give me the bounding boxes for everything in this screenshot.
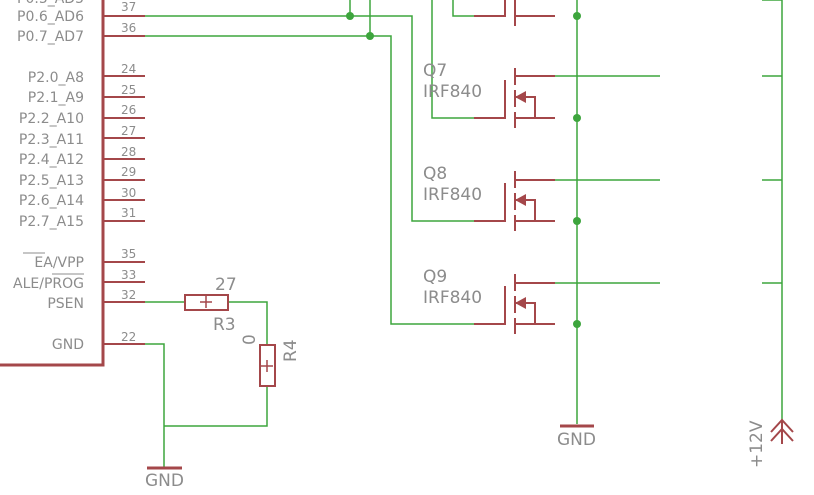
ic-pin-name: GND bbox=[52, 337, 84, 353]
mosfet-name: Q9 bbox=[423, 267, 447, 287]
ic-pin-number: 22 bbox=[121, 330, 136, 344]
gnd-label: GND bbox=[145, 471, 184, 491]
ic-pin-number: 31 bbox=[121, 206, 136, 220]
ic-pin-top-clipped: P0.5_AD5 bbox=[17, 0, 84, 7]
net-q6-gate bbox=[452, 0, 474, 17]
ic-pin-name: P0.6_AD6 bbox=[17, 9, 84, 25]
ic-pin-number: 35 bbox=[121, 247, 136, 261]
ic-pin-number: 26 bbox=[121, 103, 136, 117]
mosfet-q9: Q9 IRF840 bbox=[423, 267, 555, 334]
net-r4-gnd bbox=[164, 386, 268, 427]
resistor-r3: 27 R3 bbox=[184, 275, 237, 335]
net-q7-gate bbox=[431, 0, 474, 119]
ic-pin-name: P2.4_A12 bbox=[19, 152, 84, 168]
ic-pin-number: 33 bbox=[121, 268, 136, 282]
ic-pin-number: 24 bbox=[121, 62, 136, 76]
ic-pin-number: 30 bbox=[121, 186, 136, 200]
mosfet-value: IRF840 bbox=[423, 288, 482, 308]
ic-pin-name: P2.1_A9 bbox=[28, 90, 84, 106]
ic-pin-name: P2.2_A10 bbox=[19, 111, 84, 127]
resistor-name: R3 bbox=[213, 315, 236, 335]
gnd-label: GND bbox=[557, 430, 596, 450]
gnd-symbol-mid: GND bbox=[557, 424, 596, 450]
net-p07-to-q9-gate bbox=[145, 35, 474, 325]
microcontroller-ic: P0.5_AD5 37 P0.6_AD6 P0.7_AD7 P2.0_A8 P2… bbox=[0, 0, 145, 367]
rail-ticks bbox=[762, 0, 782, 284]
mosfet-q8: Q8 IRF840 bbox=[423, 164, 555, 231]
ic-pin-name: P2.6_A14 bbox=[19, 193, 84, 209]
junctions bbox=[346, 12, 581, 328]
net-gnd-pin bbox=[145, 343, 165, 468]
resistor-value: 0 bbox=[240, 334, 260, 345]
ic-pin-number: 27 bbox=[121, 124, 136, 138]
ic-pin-number: 32 bbox=[121, 288, 136, 302]
ic-pin-name: P0.7_AD7 bbox=[17, 29, 84, 45]
ic-pin-number: 25 bbox=[121, 83, 136, 97]
ic-pin-number: 36 bbox=[121, 21, 136, 35]
net-r3-r4 bbox=[228, 301, 268, 345]
ic-pin-number: 29 bbox=[121, 165, 136, 179]
ic-pin-num-clipped: 37 bbox=[121, 0, 136, 14]
ic-pin-name: P2.3_A11 bbox=[19, 132, 84, 148]
mosfet-name: Q7 bbox=[423, 61, 447, 81]
mosfet-value: IRF840 bbox=[423, 82, 482, 102]
ic-pin-name: ALE/PROG bbox=[13, 276, 84, 292]
net-p06-to-q8-gate bbox=[145, 15, 474, 222]
mosfet-name: Q8 bbox=[423, 164, 447, 184]
ic-body-outline bbox=[0, 0, 105, 367]
gnd-symbol-left: GND bbox=[145, 466, 184, 491]
ic-pin-name: EA/VPP bbox=[34, 255, 84, 271]
mosfet-value: IRF840 bbox=[423, 185, 482, 205]
nets bbox=[145, 0, 783, 468]
ic-pin-name: P2.7_A15 bbox=[19, 214, 84, 230]
supply-label: +12V bbox=[747, 420, 767, 468]
ic-pin-number: 28 bbox=[121, 145, 136, 159]
resistor-value: 27 bbox=[215, 275, 237, 295]
supply-12v-symbol: +12V bbox=[747, 418, 794, 468]
mosfet-q7: Q7 IRF840 bbox=[423, 61, 555, 128]
ic-pin-name: P2.0_A8 bbox=[28, 70, 84, 86]
resistor-name: R4 bbox=[281, 339, 301, 362]
ic-pin-name: P2.5_A13 bbox=[19, 173, 84, 189]
ic-pin-name: PSEN bbox=[47, 296, 84, 312]
resistor-r4: 0 R4 bbox=[240, 334, 301, 387]
mosfet-q6-partial bbox=[474, 0, 555, 26]
ic-pin-stubs bbox=[103, 15, 145, 345]
